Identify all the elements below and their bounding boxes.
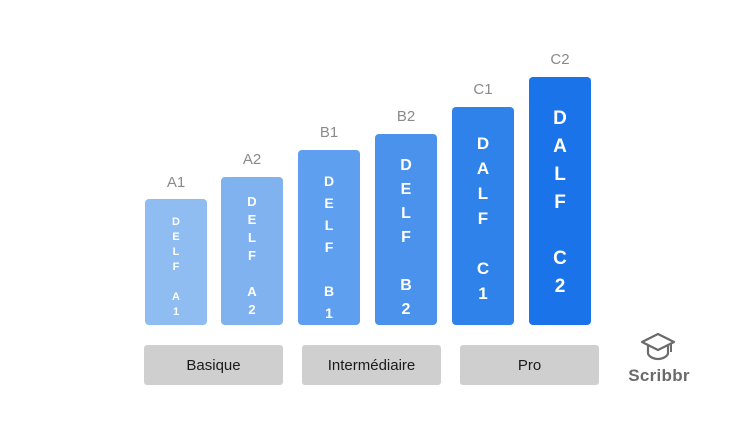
- group-intermediaire: Intermédiaire: [302, 345, 441, 385]
- graduation-cap-icon: [640, 332, 676, 361]
- bar-letter: A: [172, 291, 180, 303]
- bar-letter: D: [323, 173, 335, 189]
- level-label-a2: A2: [242, 151, 262, 168]
- bar-letter: 2: [248, 302, 256, 317]
- brand-name: Scribbr: [628, 366, 690, 385]
- bar-letter: E: [172, 231, 180, 243]
- bar-letter: B: [400, 277, 412, 294]
- bar-letter: D: [172, 216, 180, 228]
- bar-letter: L: [554, 164, 566, 185]
- bar-letter: L: [248, 230, 256, 245]
- bar-letter: C: [553, 248, 567, 269]
- bar-letter: C: [476, 259, 490, 278]
- bar-letter-gap: [250, 265, 254, 283]
- bar-letter: F: [401, 229, 411, 246]
- bar-letter-gap: [327, 258, 331, 280]
- level-label-b1: B1: [319, 124, 339, 141]
- bar-letter: E: [324, 195, 334, 211]
- bar-letter: L: [172, 246, 180, 258]
- bar-letter: 2: [401, 301, 411, 318]
- bar-letter: D: [553, 108, 567, 129]
- bar-letter: 1: [478, 284, 488, 303]
- bar-letter-gap: [174, 275, 177, 290]
- bar-letter: L: [477, 184, 489, 203]
- bar-letter: A: [476, 159, 490, 178]
- bar-letter: E: [400, 181, 412, 198]
- bar-letter: A: [553, 136, 567, 157]
- bar-letter: D: [476, 134, 490, 153]
- bar-letter: 2: [554, 276, 566, 297]
- bar-letter: F: [248, 248, 256, 263]
- bar-letter: F: [172, 261, 180, 273]
- level-label-a1: A1: [166, 174, 186, 191]
- bar-letter: L: [401, 205, 411, 222]
- bar-letter-gap: [557, 217, 562, 245]
- bar-letter: F: [554, 192, 566, 213]
- level-label-b2: B2: [396, 108, 416, 125]
- bar-letter: E: [247, 212, 257, 227]
- bar-letter: D: [400, 157, 412, 174]
- group-pro: Pro: [460, 345, 599, 385]
- level-label-c1: C1: [473, 81, 493, 98]
- group-basique: Basique: [144, 345, 283, 385]
- bar-letter: F: [324, 239, 334, 255]
- bar-letter: B: [323, 283, 335, 299]
- bar-letter: 1: [172, 306, 180, 318]
- bar-letter: D: [247, 194, 257, 209]
- scribbr-logo: Scribbr: [620, 332, 698, 392]
- bar-letter: L: [324, 217, 334, 233]
- bar-letter-gap: [481, 231, 486, 256]
- level-label-c2: C2: [550, 51, 570, 68]
- bar-letter: F: [477, 209, 489, 228]
- bar-letter: A: [247, 284, 257, 299]
- bar-letter: 1: [325, 305, 333, 321]
- bar-letter-gap: [404, 250, 408, 274]
